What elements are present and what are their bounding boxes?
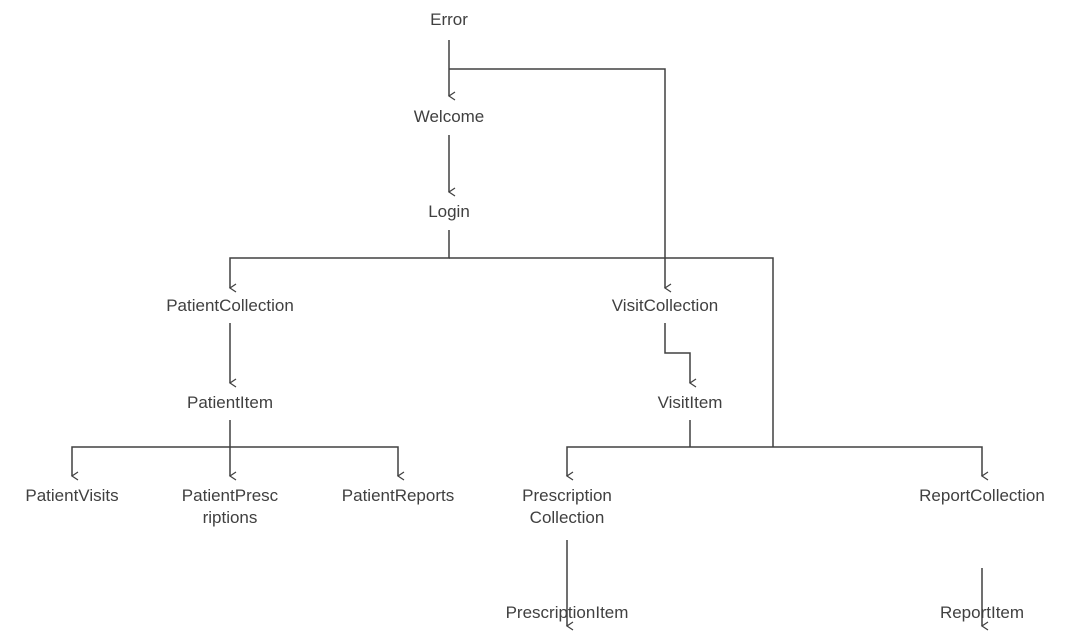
node-patient-visits: PatientVisits bbox=[25, 486, 119, 505]
node-patient-collection: PatientCollection bbox=[166, 296, 294, 315]
node-patient-item: PatientItem bbox=[187, 393, 273, 412]
node-error: Error bbox=[430, 10, 468, 29]
node-report-item: ReportItem bbox=[939, 603, 1025, 622]
node-login: Login bbox=[428, 202, 470, 221]
edge-patientitem-patientvisits bbox=[70, 446, 230, 481]
edge-visitcollection-visititem bbox=[664, 323, 697, 388]
node-patient-prescriptions-line1: PatientPresc bbox=[181, 486, 279, 505]
edge-patientitem-patientreports bbox=[230, 446, 405, 481]
node-prescription-item: PrescriptionItem bbox=[505, 603, 629, 622]
node-visit-item: VisitItem bbox=[657, 393, 723, 412]
node-prescription-collection-line2: Collection bbox=[529, 508, 605, 527]
edge-error-visitcollection bbox=[449, 68, 672, 293]
edge-to-reportcollection bbox=[690, 446, 989, 481]
node-patient-prescriptions-line2: riptions bbox=[202, 508, 258, 527]
node-prescription-collection: Prescription Collection bbox=[522, 485, 612, 529]
edge-to-prescriptioncollection bbox=[565, 446, 690, 481]
node-patient-prescriptions: PatientPresc riptions bbox=[182, 485, 278, 529]
node-prescription-collection-line1: Prescription bbox=[522, 486, 612, 505]
node-patient-reports: PatientReports bbox=[341, 486, 455, 505]
edge-login-bus bbox=[449, 257, 774, 447]
node-visit-collection: VisitCollection bbox=[611, 296, 719, 315]
node-welcome: Welcome bbox=[413, 107, 485, 126]
edge-login-patientcollection bbox=[228, 230, 450, 293]
node-report-collection: ReportCollection bbox=[919, 486, 1045, 505]
